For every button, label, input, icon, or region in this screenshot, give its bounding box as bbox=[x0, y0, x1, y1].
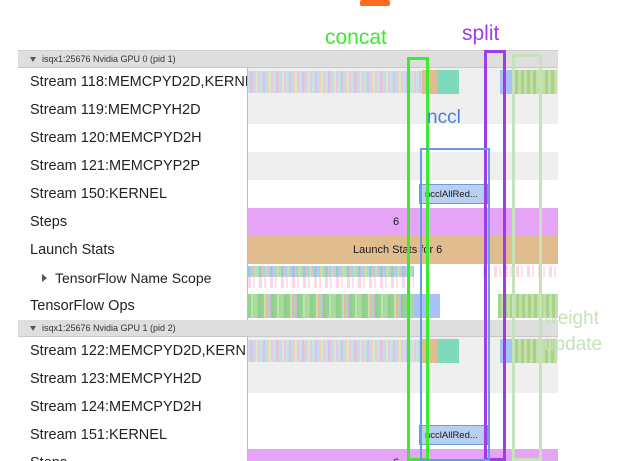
trace-timeline-viewer[interactable]: isqx1:25676 Nvidia GPU 0 (pid 1) Stream 1… bbox=[18, 50, 558, 461]
chevron-right-icon[interactable] bbox=[42, 274, 47, 282]
row-label-cell[interactable]: Stream 124:MEMCPYD2H bbox=[18, 393, 248, 421]
event-block-kernel bbox=[437, 70, 459, 94]
row-label-text: Stream 150:KERNEL bbox=[30, 186, 168, 202]
event-block-kernel bbox=[437, 339, 459, 363]
table-row: Stream 122:MEMCPYD2D,KERNEL,MI bbox=[18, 337, 558, 365]
row-label-text: Stream 122:MEMCPYD2D,KERNEL,MI bbox=[30, 343, 247, 359]
row-label-text: Stream 124:MEMCPYD2H bbox=[30, 399, 202, 415]
event-stripes bbox=[248, 340, 422, 362]
event-block-memcpy bbox=[422, 70, 437, 94]
table-row: Steps 6 bbox=[18, 208, 558, 236]
row-label-cell[interactable]: Stream 122:MEMCPYD2D,KERNEL,MI bbox=[18, 337, 248, 365]
row-label-text: Steps bbox=[30, 214, 68, 230]
timeline-track bbox=[248, 264, 558, 292]
table-row: Stream 150:KERNEL ncclAllRed... bbox=[18, 180, 558, 208]
table-row: Launch Stats Launch Stats for 6 bbox=[18, 236, 558, 264]
row-label-text: Stream 121:MEMCPYP2P bbox=[30, 158, 201, 174]
timeline-track bbox=[248, 68, 558, 96]
row-label-text: Stream 119:MEMCPYH2D bbox=[30, 102, 201, 118]
row-label-cell[interactable]: TensorFlow Ops bbox=[18, 292, 248, 320]
group-header-label: isqx1:25676 Nvidia GPU 1 (pid 2) bbox=[42, 323, 176, 333]
name-scope-stripes-lower bbox=[248, 277, 414, 288]
timeline-track bbox=[248, 365, 558, 393]
row-label-cell[interactable]: TensorFlow Name Scope bbox=[18, 264, 248, 292]
annotation-orange-marker bbox=[360, 0, 390, 6]
event-block-memcpy bbox=[422, 339, 437, 363]
steps-bar[interactable] bbox=[248, 449, 558, 461]
row-label-text: Stream 120:MEMCPYD2H bbox=[30, 130, 202, 146]
table-row: Stream 151:KERNEL ncclAllRed... bbox=[18, 421, 558, 449]
steps-bar-label: 6 bbox=[393, 457, 399, 461]
group-header-label: isqx1:25676 Nvidia GPU 0 (pid 1) bbox=[42, 54, 176, 64]
timeline-track: ncclAllRed... bbox=[248, 180, 558, 208]
table-row: TensorFlow Ops bbox=[18, 292, 558, 320]
table-row: Stream 119:MEMCPYH2D bbox=[18, 96, 558, 124]
row-label-text: Stream 118:MEMCPYD2D,KERNEL,ME bbox=[30, 74, 247, 90]
group-header-0[interactable]: isqx1:25676 Nvidia GPU 0 (pid 1) bbox=[18, 51, 558, 68]
chevron-down-icon bbox=[30, 325, 36, 331]
annotation-label-concat: concat bbox=[325, 26, 387, 49]
row-label-text: Stream 123:MEMCPYH2D bbox=[30, 371, 202, 387]
row-label-text: Steps bbox=[30, 455, 67, 461]
launch-stats-bar-label: Launch Stats for 6 bbox=[353, 244, 443, 256]
nccl-event-bar[interactable]: ncclAllRed... bbox=[419, 425, 488, 445]
event-block-weight-update bbox=[515, 70, 557, 94]
timeline-track bbox=[248, 292, 558, 320]
group-header-1[interactable]: isqx1:25676 Nvidia GPU 1 (pid 2) bbox=[18, 320, 558, 337]
ops-block-nccl bbox=[414, 294, 440, 318]
row-label-cell[interactable]: Stream 120:MEMCPYD2H bbox=[18, 124, 248, 152]
row-label-cell[interactable]: Steps bbox=[18, 208, 248, 236]
row-label-text: Launch Stats bbox=[30, 242, 115, 258]
table-row: Stream 124:MEMCPYD2H bbox=[18, 393, 558, 421]
event-stripes bbox=[248, 71, 422, 93]
row-label-cell[interactable]: Stream 151:KERNEL bbox=[18, 421, 248, 449]
launch-stats-bar[interactable] bbox=[248, 236, 558, 264]
row-label-cell[interactable]: Stream 118:MEMCPYD2D,KERNEL,ME bbox=[18, 68, 248, 96]
row-label-text: Stream 151:KERNEL bbox=[30, 427, 168, 443]
event-block-nccl bbox=[500, 339, 515, 363]
row-label-cell[interactable]: Stream 119:MEMCPYH2D bbox=[18, 96, 248, 124]
table-row: Stream 123:MEMCPYH2D bbox=[18, 365, 558, 393]
table-row: Stream 121:MEMCPYP2P bbox=[18, 152, 558, 180]
steps-bar-label: 6 bbox=[393, 216, 400, 228]
table-row: TensorFlow Name Scope bbox=[18, 264, 558, 292]
timeline-track bbox=[248, 124, 558, 152]
row-label-cell[interactable]: Stream 121:MEMCPYP2P bbox=[18, 152, 248, 180]
row-label-text: TensorFlow Name Scope bbox=[55, 270, 212, 286]
timeline-track bbox=[248, 393, 558, 421]
row-label-text: TensorFlow Ops bbox=[30, 298, 135, 314]
name-scope-stripes-right bbox=[483, 266, 558, 277]
timeline-track bbox=[248, 337, 558, 365]
timeline-track: 6 bbox=[248, 208, 558, 236]
chevron-down-icon bbox=[30, 56, 36, 62]
table-row: Stream 120:MEMCPYD2H bbox=[18, 124, 558, 152]
row-label-cell[interactable]: Stream 123:MEMCPYH2D bbox=[18, 365, 248, 393]
timeline-track: 6 bbox=[248, 449, 558, 461]
timeline-track: ncclAllRed... bbox=[248, 421, 558, 449]
name-scope-stripes-upper bbox=[248, 266, 414, 277]
timeline-track bbox=[248, 152, 558, 180]
steps-bar[interactable] bbox=[248, 208, 558, 236]
row-label-cell[interactable]: Launch Stats bbox=[18, 236, 248, 264]
table-row: Stream 118:MEMCPYD2D,KERNEL,ME bbox=[18, 68, 558, 96]
event-block-weight-update bbox=[515, 339, 557, 363]
row-label-cell[interactable]: Steps bbox=[18, 449, 248, 461]
row-label-cell[interactable]: Stream 150:KERNEL bbox=[18, 180, 248, 208]
event-block-nccl bbox=[500, 70, 515, 94]
annotation-label-split: split bbox=[462, 22, 500, 45]
nccl-event-bar[interactable]: ncclAllRed... bbox=[419, 184, 488, 204]
ops-stripes bbox=[248, 294, 414, 318]
timeline-track bbox=[248, 96, 558, 124]
table-row: Steps 6 bbox=[18, 449, 558, 461]
ops-block-weight-update bbox=[498, 294, 558, 318]
timeline-track: Launch Stats for 6 bbox=[248, 236, 558, 264]
